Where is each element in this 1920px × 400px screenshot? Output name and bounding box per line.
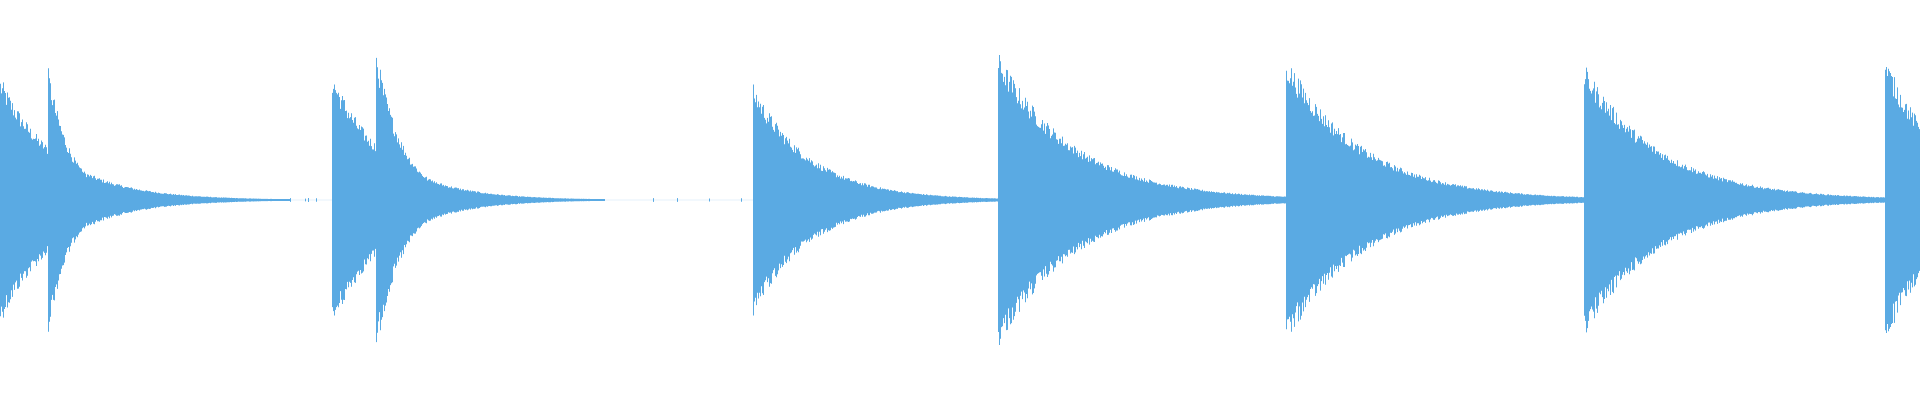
waveform-path (0, 55, 1920, 345)
waveform-bars (0, 55, 1920, 345)
